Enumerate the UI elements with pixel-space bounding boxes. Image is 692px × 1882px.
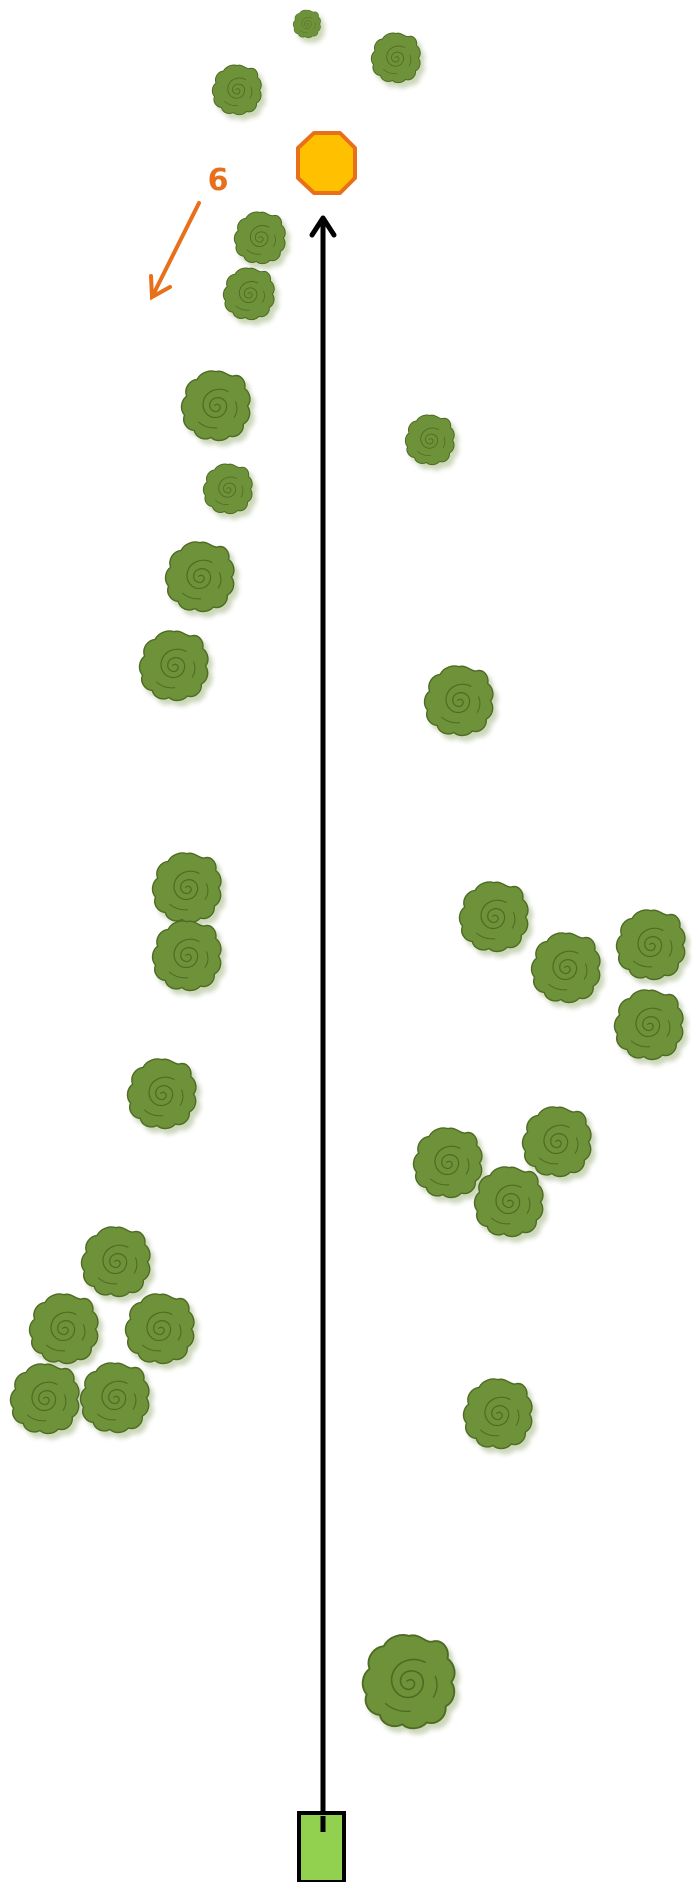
bush-icon — [223, 268, 278, 325]
bush-icon — [30, 1294, 102, 1368]
wind-indicator: 6 — [151, 163, 228, 297]
bush-icon — [532, 933, 604, 1007]
target-marker — [298, 133, 355, 193]
bush-icon — [128, 1059, 200, 1133]
bush-icon — [140, 631, 212, 705]
bush-icon — [81, 1363, 153, 1437]
bush-icon — [475, 1167, 547, 1241]
bushes — [11, 10, 689, 1733]
bush-icon — [617, 910, 689, 984]
wind-arrow-icon — [151, 203, 199, 297]
bush-icon — [126, 1294, 198, 1368]
bush-icon — [153, 921, 225, 995]
bush-icon — [153, 853, 225, 927]
bush-icon — [212, 65, 265, 120]
bush-icon — [182, 371, 254, 445]
bush-icon — [363, 1635, 459, 1733]
bush-icon — [425, 666, 497, 740]
bush-icon — [166, 542, 238, 616]
bush-icon — [234, 212, 289, 269]
bush-icon — [203, 464, 256, 519]
bush-icon — [371, 33, 424, 88]
bush-icon — [405, 415, 458, 470]
bush-icon — [460, 882, 532, 956]
wind-speed-label: 6 — [208, 163, 229, 198]
bush-icon — [293, 10, 324, 43]
bush-icon — [523, 1107, 595, 1181]
bush-icon — [11, 1364, 83, 1438]
bush-icon — [414, 1128, 486, 1202]
bush-icon — [615, 990, 687, 1064]
bush-icon — [82, 1227, 154, 1301]
bush-icon — [464, 1379, 536, 1453]
